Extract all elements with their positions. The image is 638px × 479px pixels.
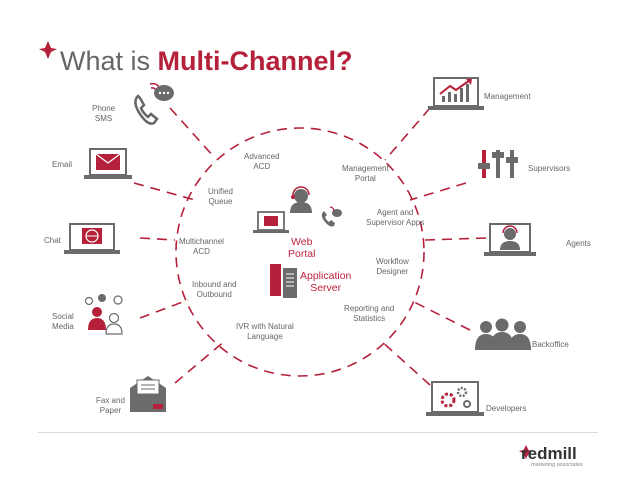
phone-sms-icon (134, 82, 174, 125)
label-chat: Chat (44, 236, 61, 245)
title-emphasis: Multi-Channel? (157, 46, 353, 76)
backoffice-people-icon (475, 318, 531, 350)
agents-headset-icon (484, 223, 536, 256)
label-management: Management (484, 92, 531, 101)
social-people-icon (84, 294, 123, 335)
page-title: What is Multi-Channel? (60, 46, 353, 77)
supervisors-sliders-icon (478, 150, 518, 178)
label-agents: Agents (566, 239, 591, 248)
logo-star-icon (39, 41, 57, 59)
email-laptop-icon (84, 148, 132, 179)
label-supervisors: Supervisors (528, 164, 571, 173)
management-chart-icon (428, 77, 484, 110)
label-developers: Developers (486, 404, 527, 413)
label-email: Email (52, 160, 73, 169)
application-server-icon (270, 264, 297, 298)
center-agent-icon (290, 186, 312, 213)
title-prefix: What is (60, 46, 158, 76)
footer-divider (38, 432, 598, 433)
brand-tagline: marketing associates (531, 462, 583, 468)
central-ring (175, 127, 425, 377)
chat-laptop-icon (64, 223, 120, 254)
developers-gears-icon (426, 381, 484, 416)
label-backoffice: Backoffice (532, 340, 569, 349)
center-phone-icon (321, 206, 342, 227)
brand-name: redmill (521, 444, 577, 463)
brand-logo-star-icon (519, 445, 533, 459)
fax-envelope-icon (130, 376, 166, 412)
connector-lines (133, 107, 487, 386)
web-portal-laptop-icon (253, 211, 289, 233)
